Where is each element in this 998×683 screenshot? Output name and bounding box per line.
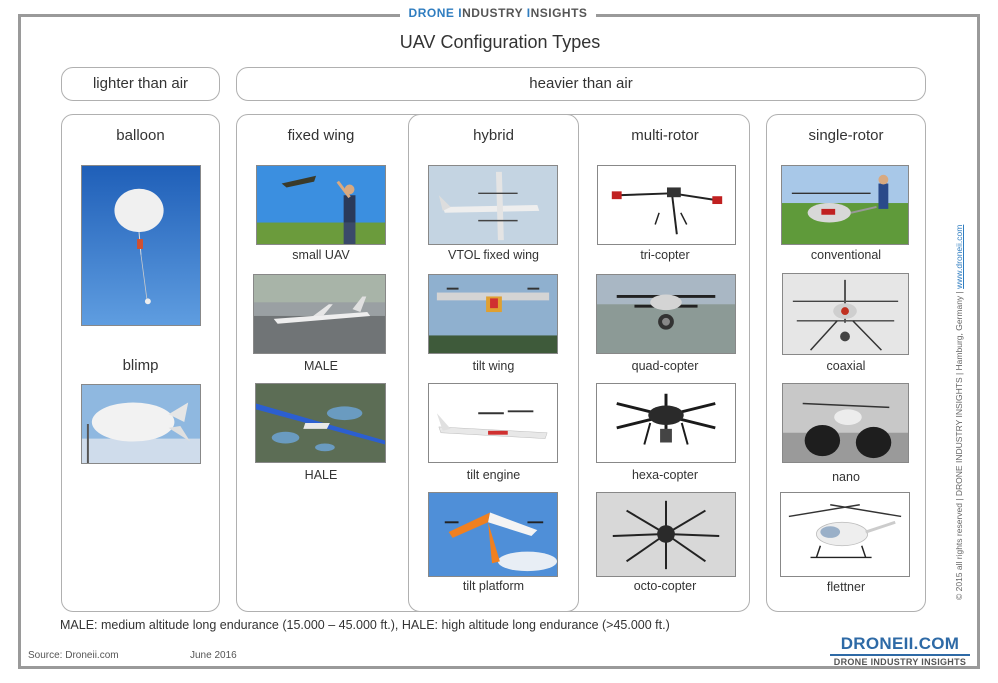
heading-multi-rotor: multi-rotor [631,127,699,144]
tilt-wing-photo [428,274,558,354]
brand-sub: DRONE INDUSTRY INSIGHTS [830,654,970,667]
lighter-than-air-box [61,114,220,612]
brand-logo: DRONEII.COM DRONE INDUSTRY INSIGHTS [830,634,970,667]
caption-vtol-fixed-wing: VTOL fixed wing [447,248,539,262]
tilt-platform-photo [428,492,558,577]
caption-conventional: conventional [810,248,882,262]
hybrid-box [408,114,579,612]
single-rotor-box [766,114,926,612]
male-photo [253,274,386,354]
heading-single-rotor: single-rotor [808,127,884,144]
caption-tilt-engine: tilt engine [466,468,521,482]
website-link[interactable]: www.droneii.com [954,224,964,289]
conventional-heli-photo [781,165,909,245]
caption-hexa-copter: hexa-copter [631,468,698,482]
footnote: MALE: medium altitude long endurance (15… [60,618,670,632]
balloon-photo [81,165,201,326]
coaxial-heli-photo [782,273,909,355]
caption-male: MALE [303,359,339,373]
caption-tilt-wing: tilt wing [472,359,515,373]
caption-tri-copter: tri-copter [640,248,690,262]
caption-nano: nano [832,470,860,484]
heading-blimp: blimp [122,357,159,374]
vtol-fixed-wing-photo [428,165,558,245]
flettner-heli-photo [780,492,910,577]
octo-copter-photo [596,492,736,577]
caption-small-uav: small UAV [292,248,350,262]
tilt-engine-photo [428,383,558,463]
small-uav-photo [256,165,386,245]
heavier-than-air-label: heavier than air [236,67,926,101]
page-title: UAV Configuration Types [399,32,601,52]
caption-quad-copter: quad-copter [631,359,699,373]
nano-heli-photo [782,383,909,463]
caption-hale: HALE [304,468,338,482]
tri-copter-photo [597,165,736,245]
heading-fixed-wing: fixed wing [287,127,355,144]
caption-coaxial: coaxial [826,359,866,373]
source-note: Source: Droneii.com [28,650,119,661]
hale-photo [255,383,386,463]
copyright-text: © 2015 all rights reserved | DRONE INDUS… [954,288,964,600]
quad-copter-photo [596,274,736,354]
caption-flettner: flettner [826,580,866,594]
lighter-than-air-label: lighter than air [61,67,220,101]
header-tag: DRONE INDUSTRY INSIGHTS [400,6,596,22]
date-note: June 2016 [190,650,237,661]
copyright-vertical: © 2015 all rights reserved | DRONE INDUS… [954,225,964,600]
heading-hybrid: hybrid [473,127,514,144]
blimp-photo [81,384,201,464]
hexa-copter-photo [596,383,736,463]
caption-tilt-platform: tilt platform [462,579,525,593]
caption-octo-copter: octo-copter [633,579,697,593]
brand-main: DRONEII.COM [840,634,960,653]
heading-balloon: balloon [116,127,165,144]
